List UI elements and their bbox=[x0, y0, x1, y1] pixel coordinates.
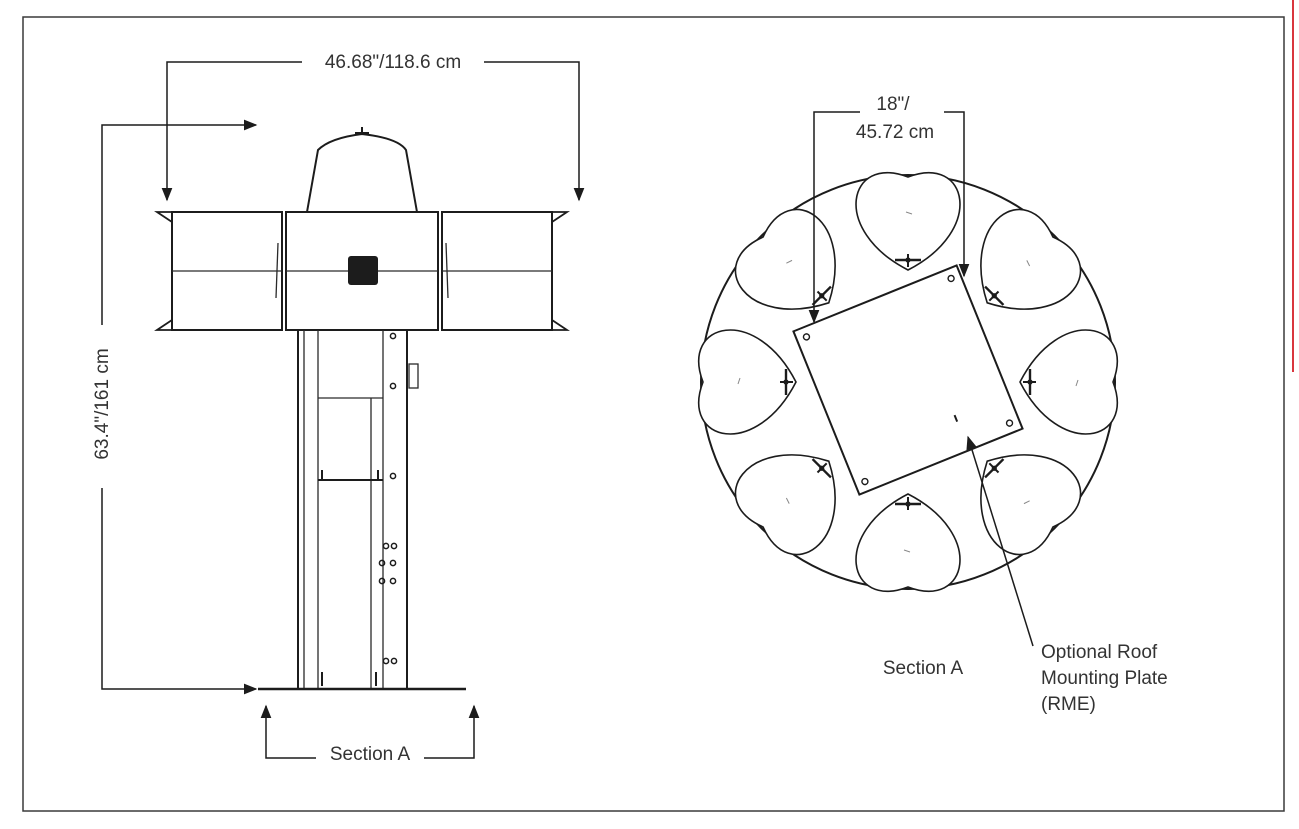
height-dimension-label: 63.4"/161 cm bbox=[92, 348, 113, 459]
left-housing bbox=[154, 211, 283, 331]
top-cap bbox=[306, 132, 418, 213]
drawing-frame bbox=[22, 16, 1285, 812]
mounting-plate-callout: Optional Roof Mounting Plate (RME) bbox=[966, 435, 1168, 715]
section-cut-marker: Section A bbox=[260, 704, 480, 765]
top-section-view bbox=[697, 171, 1119, 593]
mounting-plate bbox=[792, 264, 1024, 496]
plate-dimension: 18"/ 45.72 cm bbox=[808, 94, 970, 324]
side-elevation-view bbox=[154, 127, 570, 691]
height-dimension: 63.4"/161 cm bbox=[92, 119, 258, 695]
center-housing bbox=[285, 211, 439, 331]
outer-ring bbox=[700, 174, 1116, 590]
plate-dimension-label-line2: 45.72 cm bbox=[856, 122, 934, 143]
indicator-lamp bbox=[348, 256, 378, 285]
top-view-section-label: Section A bbox=[883, 658, 964, 679]
plate-dimension-label-line1: 18"/ bbox=[876, 94, 910, 115]
right-housing bbox=[441, 211, 570, 331]
page-edge-accent bbox=[1292, 0, 1294, 372]
width-dimension: 46.68"/118.6 cm bbox=[161, 52, 585, 202]
callout-line-1: Optional Roof bbox=[1041, 642, 1158, 663]
width-dimension-label: 46.68"/118.6 cm bbox=[325, 52, 461, 73]
callout-line-2: Mounting Plate bbox=[1041, 668, 1168, 689]
callout-line-3: (RME) bbox=[1041, 694, 1096, 715]
section-cut-label: Section A bbox=[330, 744, 411, 765]
mast bbox=[297, 330, 419, 688]
